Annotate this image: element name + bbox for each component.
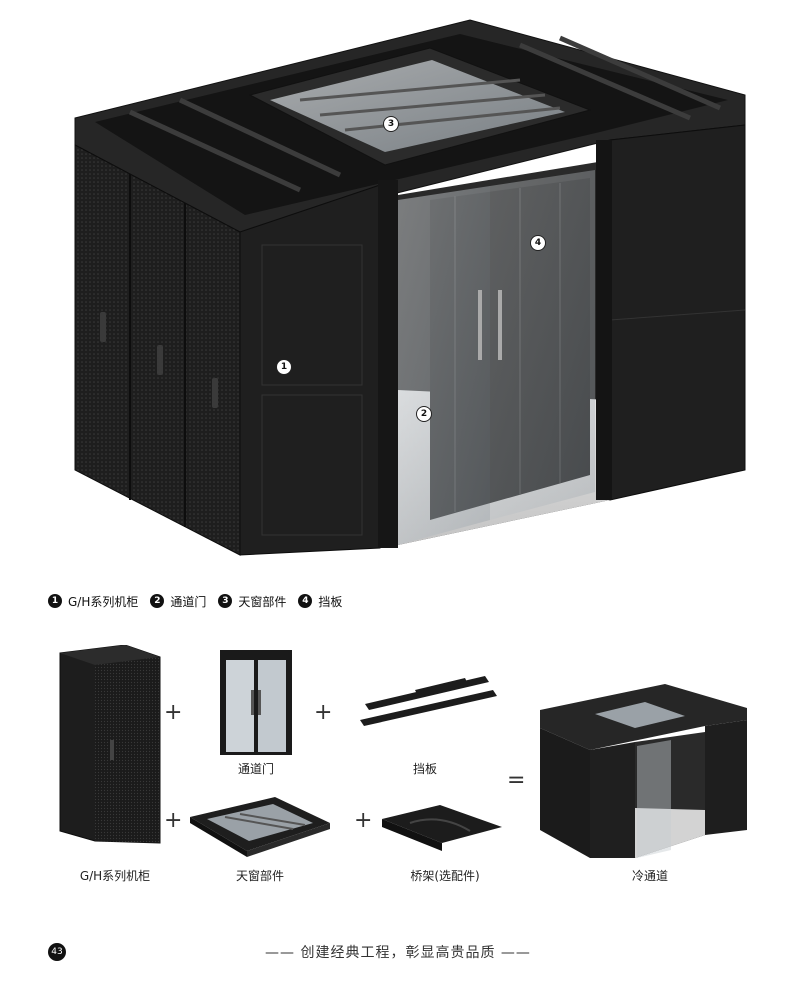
legend-item-cabinet: 1 G/H系列机柜 <box>48 593 138 610</box>
plus-operator-2: + <box>164 808 183 833</box>
equals-operator: = <box>507 768 526 793</box>
caption-cabinet: G/H系列机柜 <box>79 869 151 883</box>
caption-bridge: 桥架(选配件) <box>410 869 480 883</box>
legend-item-skylight: 3 天窗部件 <box>218 593 286 610</box>
bridge-illustration <box>380 805 505 853</box>
legend-label-3: 天窗部件 <box>238 594 287 609</box>
page-number: 43 <box>48 943 66 961</box>
caption-door: 通道门 <box>237 762 274 776</box>
plus-operator-1: + <box>164 700 183 725</box>
cold-aisle-containment-illustration <box>74 19 746 556</box>
legend-label-1: G/H系列机柜 <box>68 594 139 609</box>
caption-baffle: 挡板 <box>412 762 437 776</box>
callout-3-text: 3 <box>387 119 395 129</box>
callout-1: 1 <box>276 359 292 375</box>
cold-aisle-illustration <box>535 680 750 860</box>
callout-4: 4 <box>530 235 546 251</box>
callout-1-text: 1 <box>280 362 288 372</box>
skylight-illustration <box>185 795 335 857</box>
plus-operator-3: + <box>314 700 333 725</box>
legend-label-2: 通道门 <box>170 594 207 609</box>
callout-3: 3 <box>383 116 399 132</box>
legend-badge-1: 1 <box>48 594 62 608</box>
caption-skylight: 天窗部件 <box>235 869 284 883</box>
hero-illustration: 1 2 3 4 <box>74 19 746 556</box>
plus-operator-4: + <box>354 808 373 833</box>
baffle-illustration <box>355 668 500 736</box>
legend-badge-4: 4 <box>298 594 313 608</box>
callout-4-text: 4 <box>534 238 542 248</box>
callout-2: 2 <box>416 406 432 422</box>
footer-slogan: —— 创建经典工程，彰显高贵品质 —— <box>265 945 531 961</box>
callout-2-text: 2 <box>420 409 428 419</box>
legend: 1 G/H系列机柜 2 通道门 3 天窗部件 4 挡板 <box>48 592 354 610</box>
legend-badge-2: 2 <box>150 594 165 608</box>
legend-badge-3: 3 <box>218 594 233 608</box>
legend-label-4: 挡板 <box>318 594 343 609</box>
caption-result: 冷通道 <box>631 869 668 883</box>
door-illustration <box>220 650 292 755</box>
legend-item-baffle: 4 挡板 <box>298 593 342 610</box>
cabinet-illustration <box>55 644 165 845</box>
legend-item-door: 2 通道门 <box>150 593 206 610</box>
